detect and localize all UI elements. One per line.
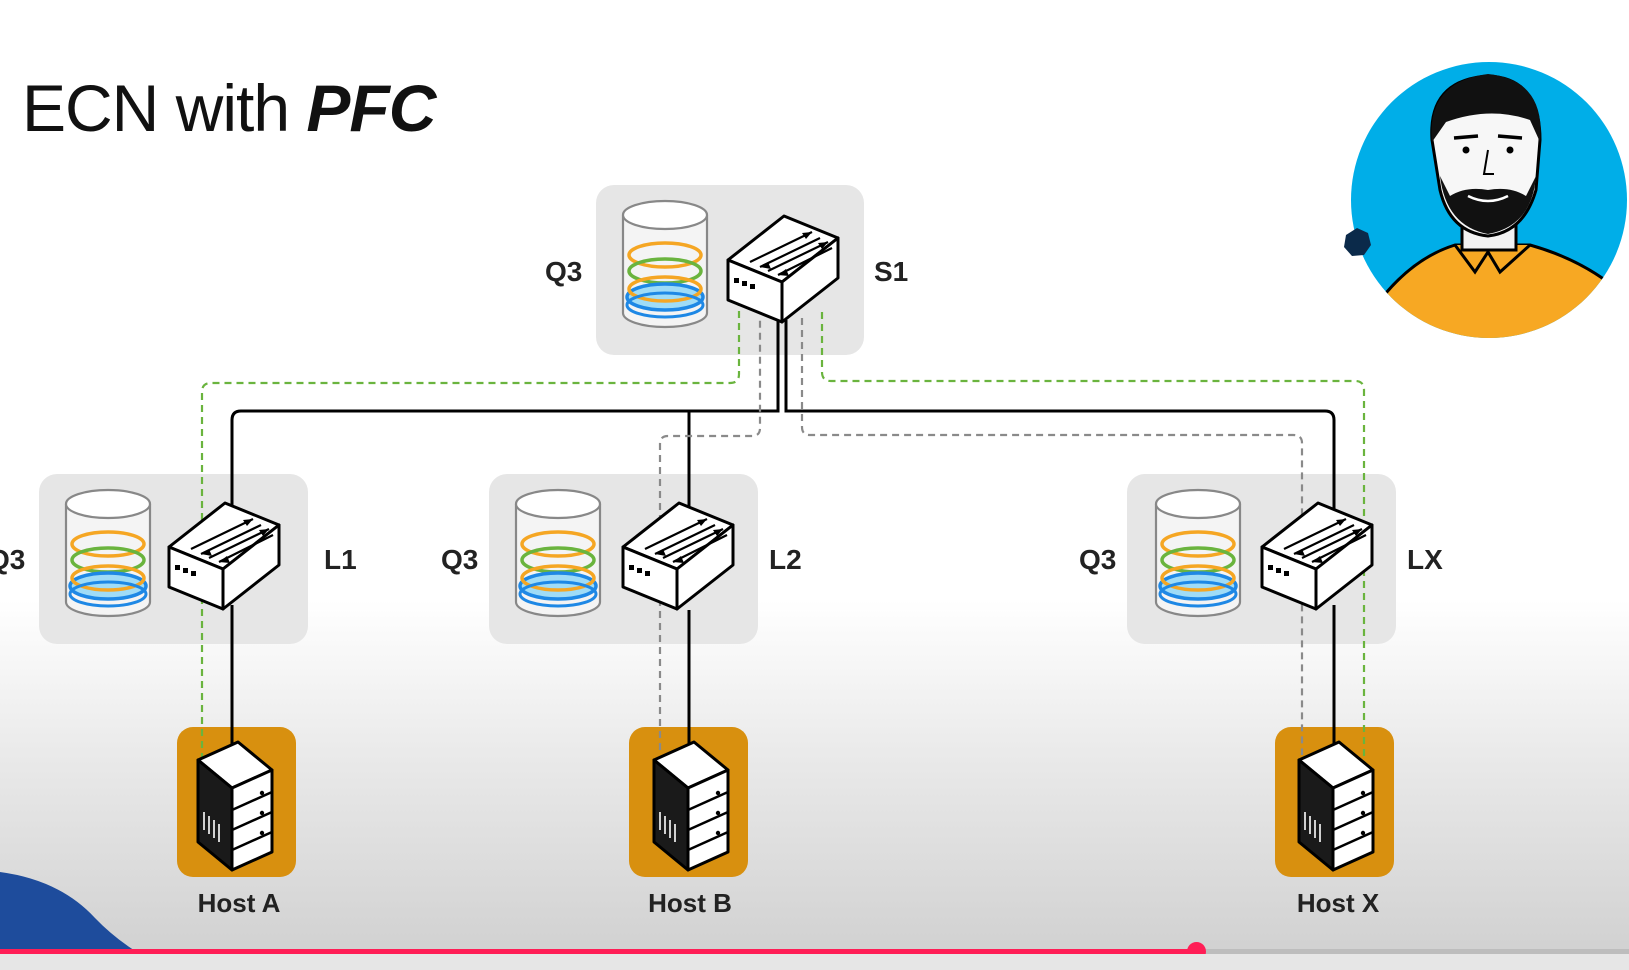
spine-switch-label: S1 bbox=[874, 256, 908, 287]
server-tower-icon bbox=[1297, 740, 1375, 872]
video-controls-strip bbox=[0, 954, 1629, 970]
queue-cylinder-icon bbox=[64, 488, 152, 618]
title-prefix: ECN with bbox=[22, 71, 307, 145]
host-b-label: Host B bbox=[648, 888, 732, 918]
leaf-lx-switch-label: LX bbox=[1407, 544, 1443, 575]
link-s1-lx bbox=[784, 320, 1336, 540]
server-tower-icon bbox=[196, 740, 274, 872]
presenter-avatar-icon bbox=[1344, 62, 1627, 338]
physical-links bbox=[230, 320, 1336, 760]
spine-queue-label: Q3 bbox=[545, 256, 582, 287]
host-x-label: Host X bbox=[1297, 888, 1380, 918]
queue-cylinder-icon bbox=[1154, 488, 1242, 618]
corner-swoosh bbox=[0, 872, 150, 970]
leaf-lx-queue-label: Q3 bbox=[1079, 544, 1116, 575]
ecn-path bbox=[658, 318, 1304, 755]
leaf-l2-queue-label: Q3 bbox=[441, 544, 478, 575]
avatar-badge-icon bbox=[1344, 228, 1371, 256]
host-a-label: Host A bbox=[198, 888, 281, 918]
title-emphasis: PFC bbox=[306, 71, 436, 145]
queue-cylinder-icon bbox=[621, 199, 709, 329]
leaf-l1-queue-label: Q3 bbox=[0, 544, 25, 575]
slide-title: ECN with PFC bbox=[22, 70, 436, 146]
link-s1-l1 bbox=[230, 320, 780, 540]
leaf-l2-switch-label: L2 bbox=[769, 544, 802, 575]
video-progress-fill bbox=[0, 949, 1196, 954]
pfc-path bbox=[200, 305, 1366, 770]
leaf-l1-switch-label: L1 bbox=[324, 544, 357, 575]
queue-cylinder-icon bbox=[514, 488, 602, 618]
server-tower-icon bbox=[652, 740, 730, 872]
